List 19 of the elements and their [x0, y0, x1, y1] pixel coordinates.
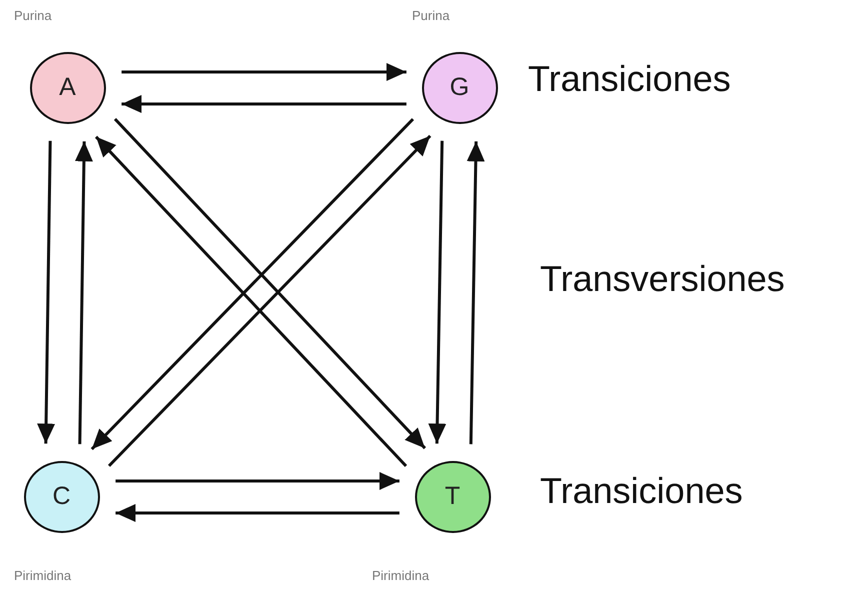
- arrow: [122, 95, 406, 113]
- base-letter: T: [444, 482, 460, 511]
- arrow: [37, 140, 56, 444]
- arrow: [122, 63, 406, 81]
- node-caption: Pirimidina: [372, 568, 430, 583]
- arrow: [116, 472, 400, 490]
- base-letter: G: [450, 73, 470, 102]
- base-letter: A: [59, 73, 76, 102]
- node-caption: Purina: [14, 8, 52, 23]
- base-letter: C: [52, 482, 71, 511]
- mutation-type-label: Transiciones: [540, 470, 743, 512]
- arrow: [116, 504, 400, 522]
- arrow: [74, 141, 93, 444]
- arrow: [466, 141, 485, 444]
- node-caption: Purina: [412, 8, 450, 23]
- mutation-type-label: Transiciones: [528, 58, 731, 100]
- arrow: [428, 140, 446, 444]
- mutation-type-label: Transversiones: [540, 258, 785, 300]
- node-caption: Pirimidina: [14, 568, 72, 583]
